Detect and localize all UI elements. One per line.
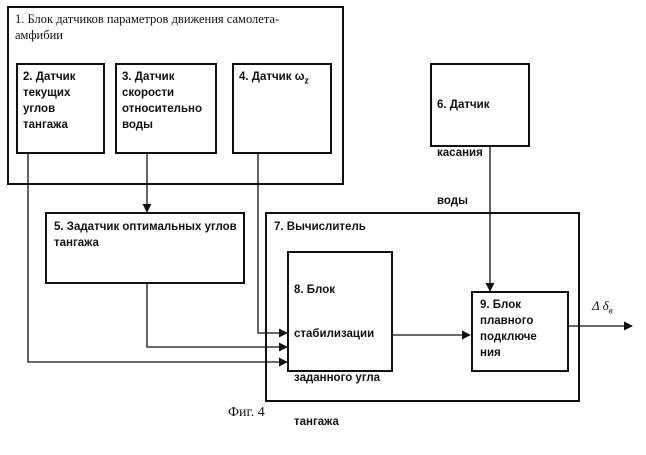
block-6-line-3: воды [437, 189, 490, 213]
block-4-subscript: z [304, 75, 309, 85]
block-5-label: 5. Задатчик оптимальных углов тангажа [54, 219, 237, 251]
block-8-line-3: заданного угла [294, 367, 380, 389]
block-8-line-1: 8. Блок [294, 279, 380, 301]
block-3-label: 3. Датчик скорости относительно воды [122, 69, 202, 133]
block-4-label: 4. Датчик ωz [239, 69, 309, 88]
figure-caption: Фиг. 4 [228, 405, 265, 421]
block-1-label: 1. Блок датчиков параметров движения сам… [15, 11, 279, 43]
output-label: Δ δв [592, 298, 613, 319]
block-2-label: 2. Датчик текущих углов тангажа [23, 69, 76, 133]
block-6-line-2: касания [437, 141, 490, 165]
block-9-label: 9. Блок плавного подключе ния [480, 297, 537, 361]
output-label-subscript: в [609, 306, 613, 316]
block-8-line-4: тангажа [294, 411, 380, 433]
block-7-label: 7. Вычислитель [274, 219, 366, 235]
block-6-line-1: 6. Датчик [437, 93, 490, 117]
block-8-label: 8. Блок стабилизации заданного угла танг… [294, 257, 380, 455]
block-8-line-2: стабилизации [294, 323, 380, 345]
